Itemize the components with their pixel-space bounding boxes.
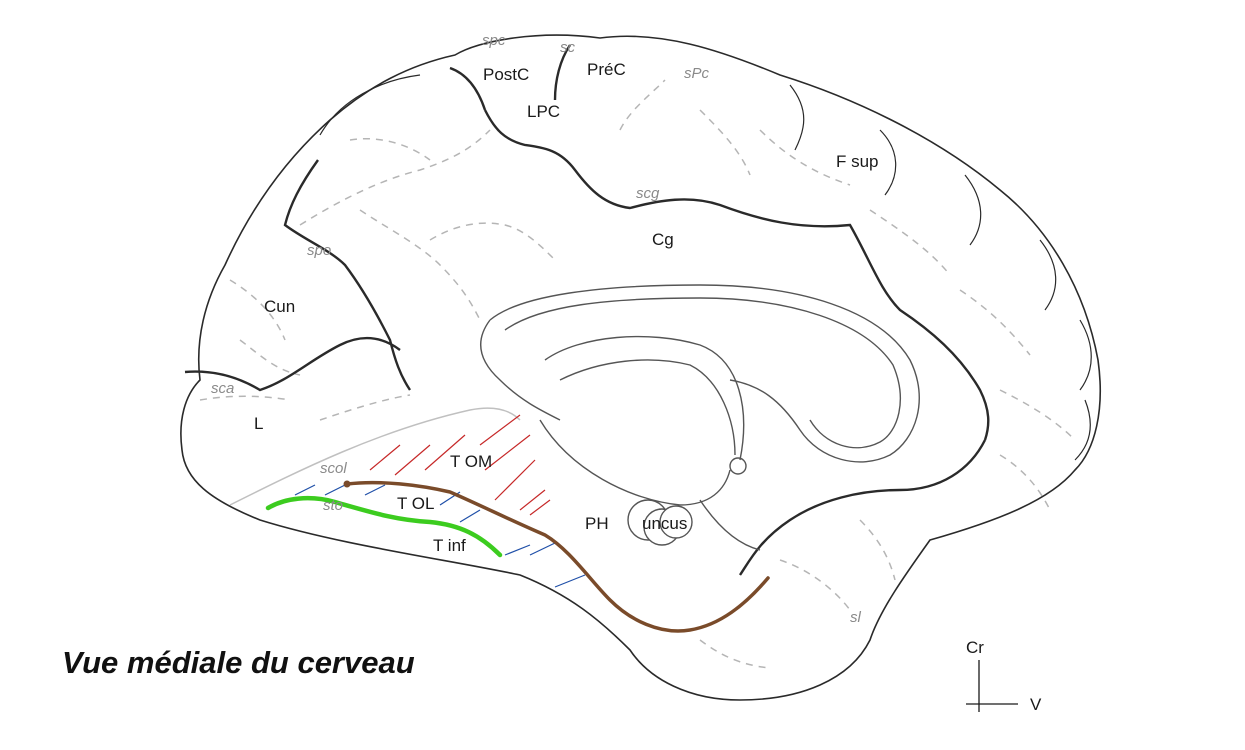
blue-hatch-line [364,484,386,496]
corpus-callosum-inner [504,297,901,449]
dashed-sulcus [699,639,771,669]
label-tol: T OL [397,494,434,513]
calcarine-sulcus [184,336,401,392]
uncus-shape [627,499,693,546]
label-cranial: Cr [966,638,984,657]
brain-outline [180,34,1101,701]
label-sulcus-sc: sc [560,39,576,56]
sulcus-lateralis-hook [739,439,987,576]
dashed-sulcus [299,129,491,226]
dashed-sulcus [429,222,556,261]
red-hatch-line [394,444,431,476]
label-sulcus-spc: spc [482,32,506,49]
label-ventral: V [1030,695,1042,714]
red-hatch-line [479,414,521,446]
diagram-caption: Vue médiale du cerveau [62,645,415,680]
label-tinf: T inf [433,536,466,555]
dashed-sulcus [999,389,1076,441]
label-cg: Cg [652,230,674,249]
label-sulcus-scol: scol [320,460,347,477]
parieto-occipital-sulcus [283,159,411,391]
green-line [265,495,503,558]
red-hatch-line [519,489,546,511]
label-cun: Cun [264,297,295,316]
anterior-commissure [729,457,747,475]
red-hatch-line [484,434,531,471]
blue-hatch-line [459,509,481,523]
blue-hatch-line [294,484,316,496]
fornix-inner [559,359,736,456]
callosum-splenium [480,319,561,421]
red-hatch-line [424,434,466,471]
dashed-sulcus [359,209,481,321]
label-sulcus-sca: sca [211,380,234,397]
dashed-sulcus [619,79,666,131]
central-paracentral-sulcus [449,66,487,111]
dashed-sulcus [319,394,411,421]
label-sulcus-spo: spo [307,242,331,259]
thalamus-contour [539,419,731,506]
gyral-contour-outer [319,74,1092,461]
red-hatching [369,414,551,516]
label-uncus: uncus [642,514,687,533]
corpus-callosum [480,284,920,551]
dashed-sulcus [199,395,291,401]
main-sulci [184,44,990,576]
dashed-sulcus [229,279,286,341]
orientation-indicator: Cr V [966,638,1042,714]
blue-hatch-line [529,542,556,556]
dashed-sulci [199,79,1076,669]
dashed-sulcus [699,109,751,176]
brainstem-contour [699,499,761,551]
brown-line [345,480,770,633]
dashed-sulcus [239,339,301,376]
label-lpc: LPC [527,102,560,121]
label-fsup: F sup [836,152,879,171]
blue-hatching [294,484,586,588]
blue-hatch-line [554,574,586,588]
red-hatch-line [369,444,401,471]
dashed-sulcus [349,137,431,161]
label-sulcus-sto: sto [323,497,343,514]
label-sulcus-scg: scg [636,185,660,202]
collateral-region-boundary [229,407,521,506]
red-hatch-line [494,459,536,501]
label-l: L [254,414,263,433]
dashed-sulcus [759,129,851,186]
label-postc: PostC [483,65,529,84]
sulcus-central [553,44,571,101]
sulcus-cinguli [483,109,990,441]
red-hatch-line [529,499,551,516]
blue-hatch-line [324,484,346,496]
uncus-loop [659,505,693,539]
brown-line-endpoint [343,480,351,488]
blue-hatch-line [504,544,531,556]
label-sulcus-sprc: sPc [684,65,710,82]
fornix-outer [544,335,745,461]
corpus-callosum-outer [489,284,920,463]
label-ph: PH [585,514,609,533]
label-sulcus-sl: sl [850,609,862,626]
label-tom: T OM [450,452,492,471]
dashed-sulcus [999,454,1051,511]
dashed-sulcus [869,209,951,276]
dashed-sulcus [779,559,851,611]
label-prec: PréC [587,60,626,79]
